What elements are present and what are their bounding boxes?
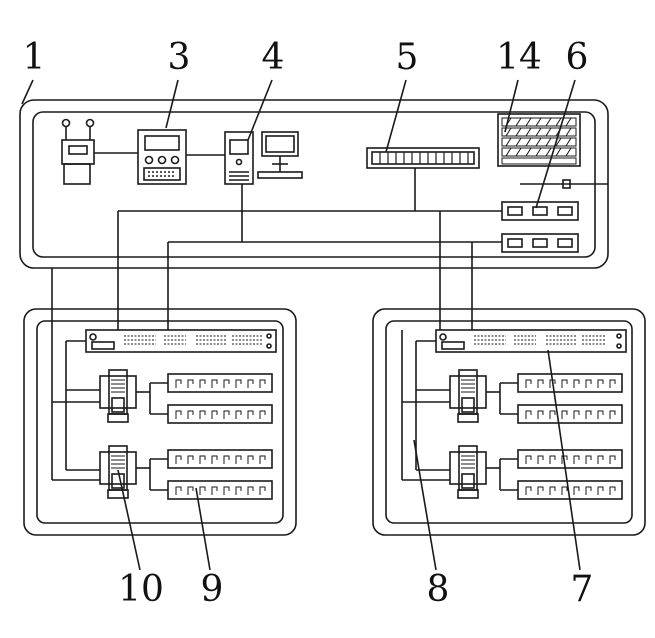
- computer-host: [224, 131, 254, 185]
- leader-lines-bottom: [117, 349, 581, 571]
- callout-6: 6: [565, 37, 589, 78]
- signal-probe: [520, 179, 608, 189]
- grid-module: [497, 113, 581, 167]
- callout-5: 5: [395, 37, 419, 78]
- leader-lines-top: [21, 79, 576, 209]
- main-switch: [366, 147, 480, 169]
- callout-8: 8: [426, 569, 450, 610]
- transformer-device: [61, 118, 95, 185]
- callout-3: 3: [167, 37, 191, 78]
- callout-14: 14: [496, 37, 542, 78]
- left-cabinet: [23, 308, 297, 536]
- callout-9: 9: [200, 569, 224, 610]
- callout-1: 1: [22, 37, 46, 78]
- callout-10: 10: [118, 569, 164, 610]
- internal-wiring: [117, 168, 502, 268]
- left-breaker-group: [136, 373, 273, 500]
- computer-monitor: [257, 131, 303, 179]
- callout-7: 7: [570, 569, 594, 610]
- left-cabinet-wiring: [51, 309, 169, 481]
- left-power-unit-lower: [99, 445, 137, 499]
- callout-4: 4: [261, 37, 285, 78]
- meter-device: [137, 129, 187, 185]
- port-module-lower: [501, 233, 579, 253]
- trunk-cables: [51, 268, 473, 309]
- right-cabinet: [372, 308, 646, 536]
